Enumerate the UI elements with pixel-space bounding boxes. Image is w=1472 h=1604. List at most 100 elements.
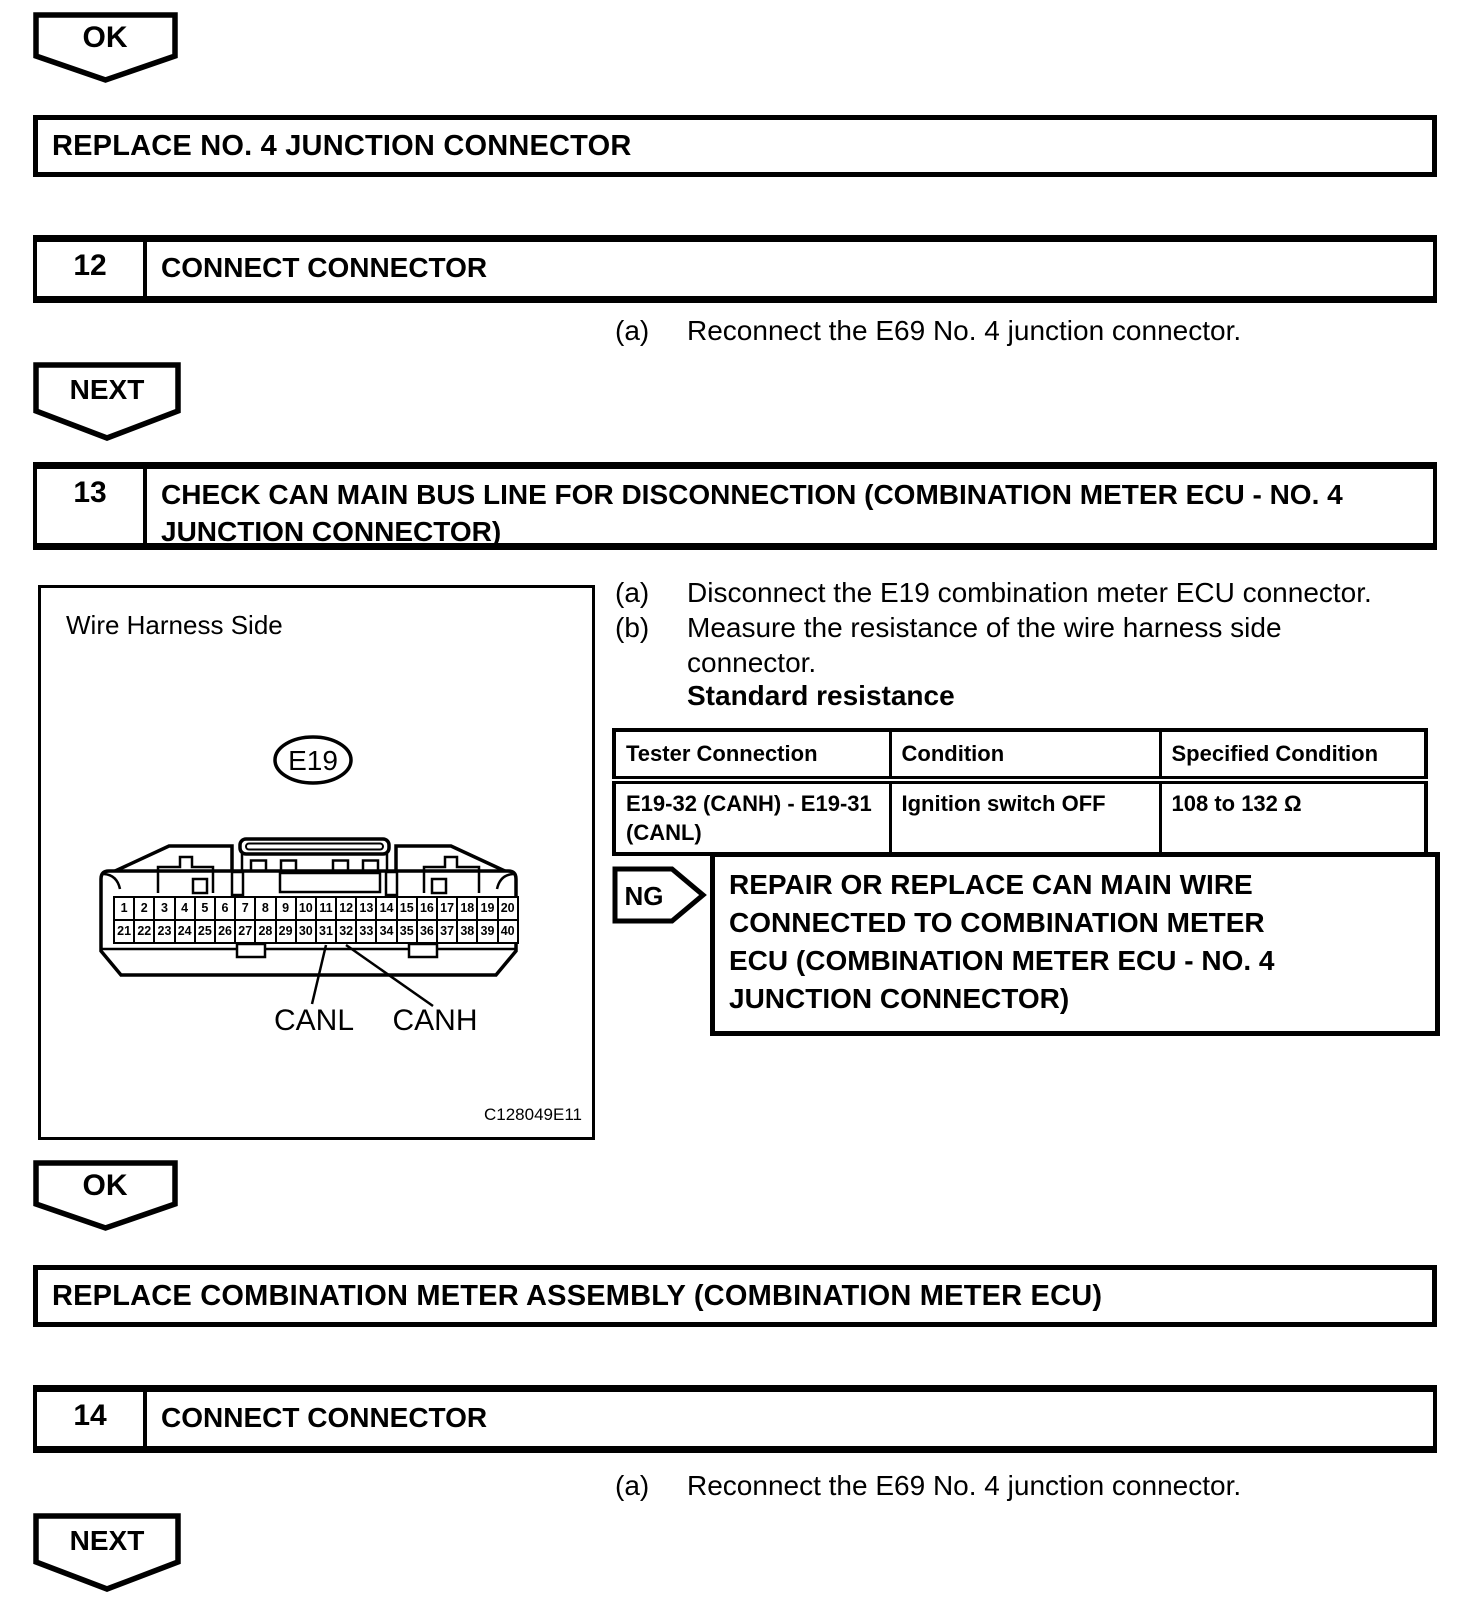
step-14-number: 14: [37, 1392, 147, 1446]
step-14-instruction-a: (a) Reconnect the E69 No. 4 junction con…: [615, 1468, 1445, 1503]
pin-33: 33: [357, 921, 378, 942]
ok-arrow-label: OK: [83, 1169, 128, 1202]
ng-arrow: NG: [612, 866, 707, 924]
next-arrow-shape: [33, 1513, 181, 1592]
ok-arrow-label: OK: [83, 21, 128, 54]
pin-10: 10: [297, 898, 317, 919]
canl-leader-line: [310, 944, 328, 1005]
pin-21: 21: [115, 921, 136, 942]
cell-specified-condition: 108 to 132 Ω: [1158, 778, 1428, 856]
pin-24: 24: [176, 921, 196, 942]
next-arrow-label: NEXT: [70, 1525, 145, 1556]
pin-38: 38: [458, 921, 479, 942]
ok-arrow-shape: [33, 1160, 178, 1231]
canh-label: CANH: [392, 1004, 477, 1037]
result-box-replace-junction: REPLACE NO. 4 JUNCTION CONNECTOR: [33, 115, 1437, 177]
pin-20: 20: [500, 901, 515, 915]
pin-36: 36: [418, 921, 438, 942]
step-12-title: CONNECT CONNECTOR: [161, 252, 488, 283]
step-13-title: CHECK CAN MAIN BUS LINE FOR DISCONNECTIO…: [161, 479, 1343, 547]
pin-2: 2: [135, 898, 156, 919]
pin-18: 18: [458, 898, 479, 919]
instruction-label: (a): [615, 1470, 650, 1501]
cell-condition: Ignition switch OFF: [888, 778, 1162, 856]
result-box-replace-meter: REPLACE COMBINATION METER ASSEMBLY (COMB…: [33, 1265, 1437, 1327]
step-14-title: CONNECT CONNECTOR: [161, 1402, 488, 1433]
pin-35: 35: [398, 921, 418, 942]
cell-tester-connection: E19-32 (CANH) - E19-31(CANL): [612, 778, 892, 856]
table-header-row: Tester Connection Condition Specified Co…: [612, 728, 1428, 784]
instruction-label: (a): [615, 315, 650, 346]
connector-id-oval: [273, 735, 353, 785]
pin-30: 30: [297, 921, 317, 942]
pin-16: 16: [418, 898, 438, 919]
next-arrow-middle: NEXT: [33, 362, 181, 442]
connector-latch-bar: [238, 837, 391, 856]
instruction-text: Measure the resistance of the wire harne…: [687, 612, 1282, 678]
pin-29: 29: [277, 921, 297, 942]
instruction-text: Reconnect the E69 No. 4 junction connect…: [687, 315, 1242, 346]
pin-28: 28: [256, 921, 277, 942]
col-header-condition: Condition: [888, 728, 1162, 784]
pin-11: 11: [317, 898, 338, 919]
pin-23: 23: [155, 921, 176, 942]
canh-leader-line: [345, 943, 434, 1008]
pin-25: 25: [196, 921, 216, 942]
canl-label: CANL: [274, 1004, 354, 1037]
pin-19: 19: [478, 898, 499, 919]
figure-code: C128049E11: [484, 1105, 582, 1124]
ok-arrow-shape: [33, 12, 178, 83]
pin-37: 37: [438, 921, 459, 942]
connector-right-wing: [394, 844, 508, 874]
pin-17: 17: [438, 898, 459, 919]
instruction-label: (b): [615, 612, 650, 643]
pin-5: 5: [196, 898, 216, 919]
connector-drawing: E19 CANL CANH: [99, 735, 518, 1037]
col-header-specified-condition: Specified Condition: [1158, 728, 1428, 784]
step-13-instruction-a: (a) Disconnect the E19 combination meter…: [615, 575, 1445, 610]
pin-27: 27: [236, 921, 257, 942]
ng-arrow-label: NG: [625, 881, 664, 911]
connector-id-label: E19: [288, 745, 338, 776]
instruction-text: Reconnect the E69 No. 4 junction connect…: [687, 1470, 1242, 1501]
pin-31: 31: [317, 921, 338, 942]
pin-1: 1: [115, 898, 136, 919]
step-13-header: 13 CHECK CAN MAIN BUS LINE FOR DISCONNEC…: [33, 462, 1437, 550]
pin-6: 6: [216, 898, 237, 919]
step-12-header: 12 CONNECT CONNECTOR: [33, 235, 1437, 303]
result-box-replace-junction-label: REPLACE NO. 4 JUNCTION CONNECTOR: [52, 129, 632, 162]
instruction-text: Disconnect the E19 combination meter ECU…: [687, 577, 1372, 608]
ok-arrow-bottom: OK: [33, 1160, 178, 1232]
step-12-instruction-a: (a) Reconnect the E69 No. 4 junction con…: [615, 313, 1445, 348]
pin-9: 9: [277, 898, 297, 919]
standard-resistance-label: Standard resistance: [687, 680, 955, 711]
pin-32: 32: [337, 921, 358, 942]
pin-14: 14: [377, 898, 398, 919]
pin-15: 15: [398, 898, 418, 919]
next-arrow-shape: [33, 362, 181, 441]
step-13-number: 13: [37, 469, 147, 543]
next-arrow-bottom: NEXT: [33, 1513, 181, 1593]
step-13-instruction-b: (b) Measure the resistance of the wire h…: [615, 610, 1445, 680]
pin-13: 13: [357, 898, 378, 919]
pin-3: 3: [155, 898, 176, 919]
figure-caption: Wire Harness Side: [66, 610, 283, 640]
pin-34: 34: [377, 921, 398, 942]
pin-4: 4: [176, 898, 196, 919]
step-14-header: 14 CONNECT CONNECTOR: [33, 1385, 1437, 1453]
result-box-replace-meter-label: REPLACE COMBINATION METER ASSEMBLY (COMB…: [52, 1279, 1103, 1312]
pin-7: 7: [236, 898, 257, 919]
next-arrow-label: NEXT: [70, 374, 145, 405]
pin-22: 22: [135, 921, 156, 942]
pin-39: 39: [478, 921, 499, 942]
pin-12: 12: [337, 898, 358, 919]
ok-arrow-top: OK: [33, 12, 178, 84]
pin-26: 26: [216, 921, 237, 942]
